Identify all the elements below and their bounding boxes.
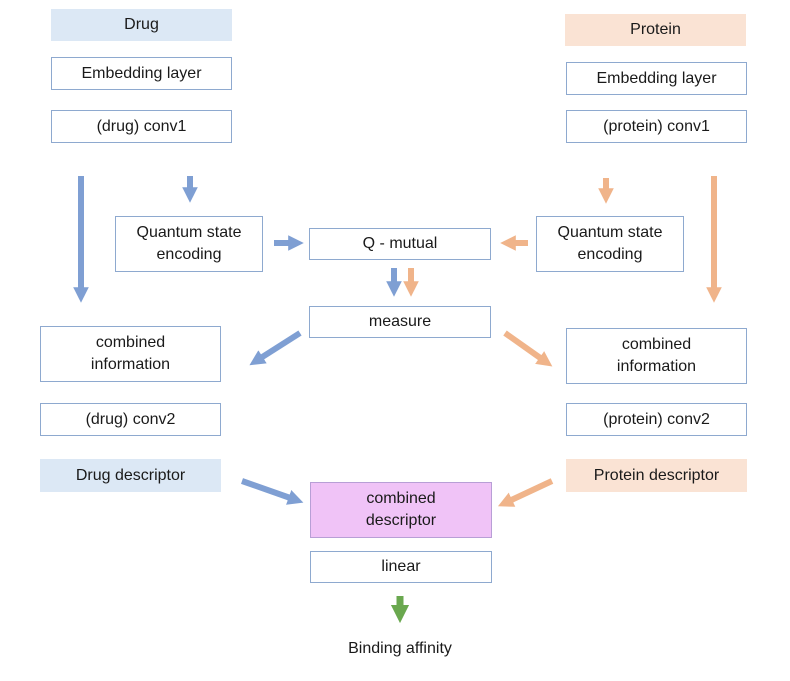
drug-descriptor: Drug descriptor [40, 459, 221, 492]
arrow-measure-to-drug-combined [249, 330, 302, 366]
drug-title: Drug [51, 9, 232, 41]
protein-conv2: (protein) conv2 [566, 403, 747, 436]
protein-combined-information: combined information [566, 328, 747, 384]
drug-conv2: (drug) conv2 [40, 403, 221, 436]
binding-affinity: Binding affinity [348, 640, 452, 657]
drug-embedding-layer: Embedding layer [51, 57, 232, 90]
arrow-protein-descriptor-to-combined [497, 478, 554, 507]
linear: linear [310, 551, 492, 583]
arrow-measure-to-protein-combined [503, 330, 553, 367]
protein-descriptor: Protein descriptor [566, 459, 747, 492]
protein-title: Protein [565, 14, 746, 46]
protein-conv1: (protein) conv1 [566, 110, 747, 143]
q-mutual: Q - mutual [309, 228, 491, 260]
drug-combined-information: combined information [40, 326, 221, 382]
measure: measure [309, 306, 491, 338]
protein-quantum-state-encoding: Quantum state encoding [536, 216, 684, 272]
arrow-drug-descriptor-to-combined [241, 478, 304, 505]
combined-descriptor: combined descriptor [310, 482, 492, 538]
drug-conv1: (drug) conv1 [51, 110, 232, 143]
drug-quantum-state-encoding: Quantum state encoding [115, 216, 263, 272]
protein-embedding-layer: Embedding layer [566, 62, 747, 95]
